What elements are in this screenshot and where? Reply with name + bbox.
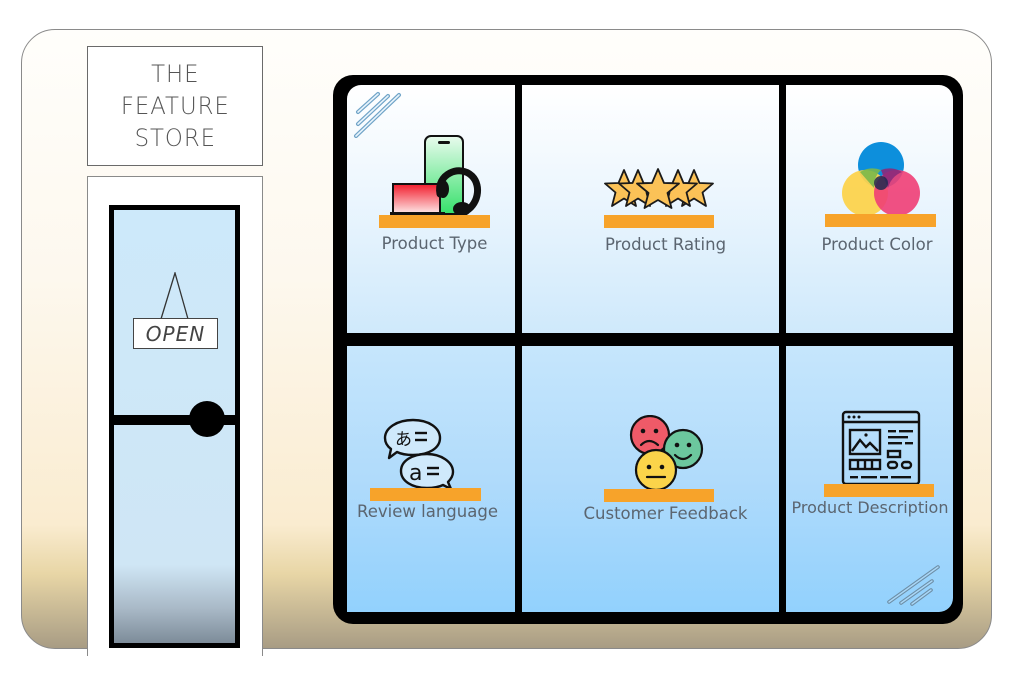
open-sign-text: OPEN bbox=[145, 321, 206, 346]
label-product-type: Product Type bbox=[381, 234, 488, 253]
shelf-product-type bbox=[379, 215, 490, 228]
shelf-product-color bbox=[825, 214, 936, 227]
shelf-customer-feedback bbox=[604, 489, 714, 502]
devices-icon bbox=[390, 135, 482, 216]
emoji-faces-icon bbox=[629, 415, 704, 492]
color-circles-icon bbox=[842, 142, 920, 216]
translate-icon: あ a bbox=[383, 418, 455, 490]
stars-icon bbox=[604, 168, 714, 209]
label-product-rating: Product Rating bbox=[604, 235, 727, 254]
label-product-color: Product Color bbox=[821, 235, 933, 254]
label-customer-feedback: Customer Feedback bbox=[583, 504, 748, 523]
glass-glare-icon bbox=[887, 565, 940, 606]
shelf-review-language bbox=[370, 488, 481, 501]
svg-text:あ: あ bbox=[395, 430, 412, 450]
webpage-icon bbox=[841, 410, 921, 486]
open-sign: OPEN bbox=[133, 318, 218, 349]
store-sign-text: THE FEATURE STORE bbox=[120, 60, 230, 152]
shelf-product-rating bbox=[604, 215, 714, 228]
label-review-language: Review language bbox=[357, 502, 498, 521]
label-product-description: Product Description bbox=[791, 498, 949, 517]
sign-string-icon bbox=[160, 272, 189, 320]
door-knob[interactable] bbox=[189, 401, 225, 437]
pane-product-description[interactable] bbox=[786, 346, 953, 612]
shelf-product-description bbox=[824, 484, 934, 497]
store-sign: THE FEATURE STORE bbox=[87, 46, 263, 166]
svg-text:a: a bbox=[409, 461, 422, 486]
glass-glare-icon bbox=[354, 92, 401, 138]
pane-product-rating[interactable] bbox=[522, 85, 779, 333]
door-push-bar bbox=[109, 415, 240, 425]
